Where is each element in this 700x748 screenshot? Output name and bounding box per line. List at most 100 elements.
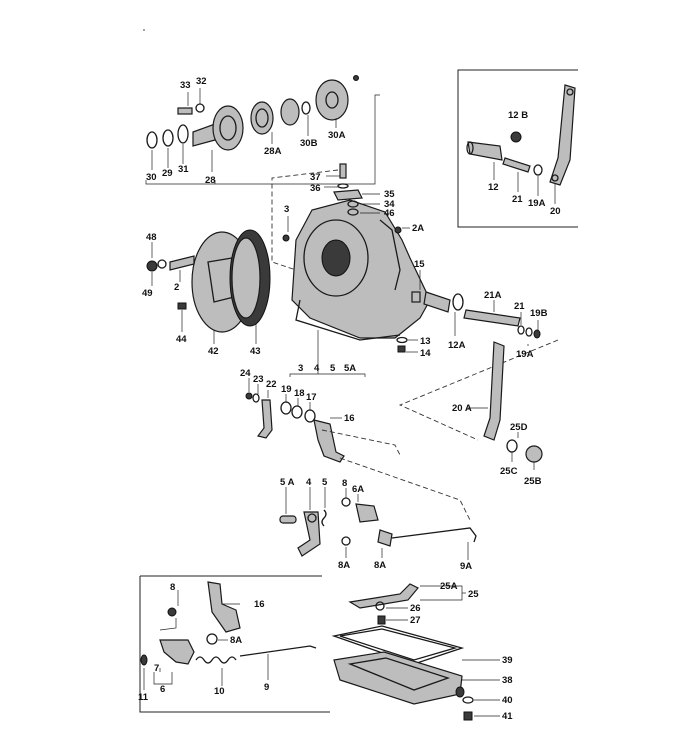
oil-pan-group (331, 583, 500, 721)
washer-48 (157, 259, 167, 269)
label-5: 5 (322, 477, 328, 488)
label-5-bracket: 5 (330, 363, 336, 374)
screw-37 (339, 163, 347, 179)
label-31: 31 (178, 164, 189, 175)
label-32: 32 (196, 76, 207, 87)
ring-30 (146, 131, 158, 149)
transmission-housing (271, 163, 464, 377)
label-8a-b: 8A (230, 635, 242, 646)
lever-16-b (207, 581, 241, 633)
shaft-12 (467, 141, 503, 161)
flange-30a (315, 79, 349, 121)
drum-28 (212, 105, 244, 151)
bearing-30b (280, 98, 300, 126)
clip-19a (533, 329, 541, 339)
bearing-28a (250, 101, 274, 135)
label-49: 49 (142, 288, 153, 299)
label-19: 19 (281, 384, 292, 395)
washer-8a-1 (341, 536, 351, 546)
washer-13 (396, 336, 408, 344)
lever-20 (549, 84, 576, 186)
plate-31 (177, 124, 189, 144)
bolt-27 (377, 615, 386, 625)
label-13: 13 (420, 336, 431, 347)
plug-41 (463, 711, 473, 721)
label-36: 36 (310, 183, 321, 194)
label-28a: 28A (264, 146, 282, 157)
label-19a: 19A (516, 349, 534, 360)
washer-21 (517, 325, 525, 335)
label-25a: 25A (440, 581, 458, 592)
label-15: 15 (414, 259, 425, 270)
label-19b: 19B (530, 308, 548, 319)
label-39: 39 (502, 655, 513, 666)
label-12a: 12A (448, 340, 466, 351)
washer-23 (252, 393, 260, 403)
label-20a: 20 A (452, 403, 472, 414)
cover-35 (333, 189, 363, 201)
label-2: 2 (174, 282, 179, 293)
label-30: 30 (146, 172, 157, 183)
washer-8a-b (206, 633, 218, 645)
label-29: 29 (162, 168, 173, 179)
washer-19b (525, 327, 533, 337)
bolt-33 (177, 107, 193, 115)
label-5a: 5 A (280, 477, 295, 488)
label-18: 18 (294, 388, 305, 399)
label-20: 20 (550, 206, 561, 217)
label-2a: 2A (412, 223, 424, 234)
washer-19 (280, 401, 292, 415)
label-16: 16 (344, 413, 355, 424)
washer-40 (462, 696, 474, 704)
pin-5a (279, 515, 297, 524)
bolt-3 (282, 234, 290, 242)
inset-frame (457, 69, 578, 228)
spring-10 (195, 656, 237, 664)
label-11: 11 (138, 692, 149, 703)
lever-25a (348, 583, 419, 609)
label-25b: 25B (524, 476, 542, 487)
label-35: 35 (384, 189, 395, 200)
label-14: 14 (420, 348, 431, 359)
washer-36 (337, 183, 349, 189)
label-21a: 21A (484, 290, 502, 301)
lever-22 (256, 399, 273, 439)
bottom-left-inset (139, 575, 330, 713)
label-22: 22 (266, 379, 277, 390)
washer-8 (341, 497, 351, 507)
label-27: 27 (410, 615, 421, 626)
input-shaft-group (145, 75, 380, 185)
lever-20a-group (398, 300, 559, 470)
label-30b: 30B (300, 138, 318, 149)
clip-8a-2 (377, 529, 393, 547)
label-41: 41 (502, 711, 513, 722)
label-6a: 6A (352, 484, 364, 495)
label-12b: 12 B (508, 110, 528, 121)
label-21-right: 21 (514, 301, 525, 312)
gasket-34 (347, 200, 359, 208)
washer-26 (375, 601, 385, 611)
label-17: 17 (306, 392, 317, 403)
lever-4 (297, 511, 321, 557)
converter-plate-group (146, 229, 271, 344)
label-9a: 9A (460, 561, 472, 572)
lever-16 (313, 419, 345, 463)
label-34: 34 (384, 199, 395, 210)
bolt-44 (177, 302, 187, 310)
rod-9 (239, 645, 317, 657)
shaft-21a (463, 309, 521, 327)
nut-24 (245, 392, 253, 400)
label-8a-1: 8A (338, 560, 350, 571)
label-25d: 25D (510, 422, 528, 433)
shift-lever-inset (457, 69, 578, 228)
lever-20a (483, 341, 505, 441)
label-48: 48 (146, 232, 157, 243)
label-7: 7 (154, 663, 159, 674)
nut-8-b (167, 607, 177, 617)
label-24: 24 (240, 368, 251, 379)
label-8a-2: 8A (374, 560, 386, 571)
label-19a-top: 19A (528, 198, 546, 209)
label-30a: 30A (328, 130, 346, 141)
washer-32 (195, 103, 205, 113)
